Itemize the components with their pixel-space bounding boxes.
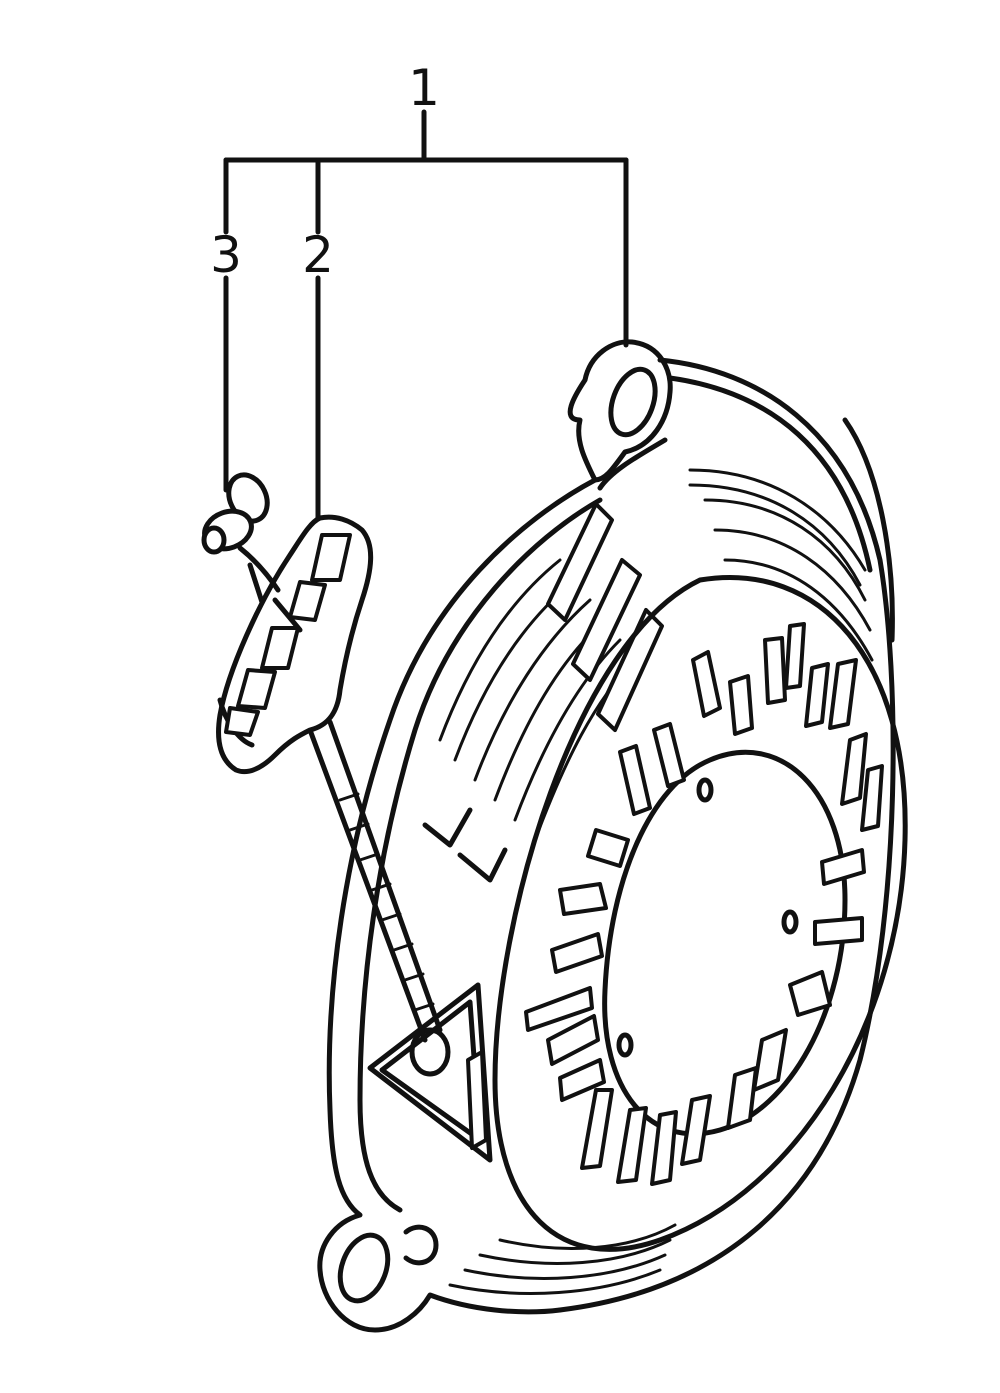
callout-1-label: 1 [408, 59, 440, 117]
callout-3-label: 3 [210, 226, 242, 284]
callout-leader-bracket [223, 109, 629, 523]
callout-2-label: 2 [302, 226, 334, 284]
recoil-starter-housing-icon [317, 339, 908, 1333]
rope-clip-icon [201, 472, 281, 593]
starter-grip-icon [216, 514, 374, 775]
face-vent-slots [524, 622, 884, 1186]
